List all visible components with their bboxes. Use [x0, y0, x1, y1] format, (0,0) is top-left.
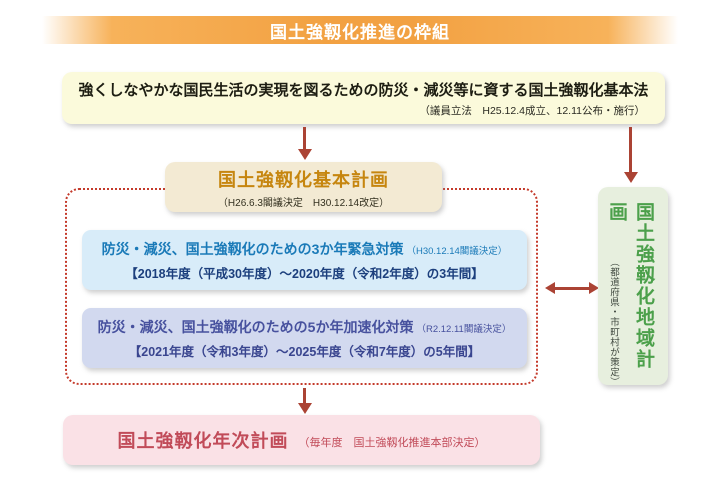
arrow-stem: [554, 287, 590, 290]
arrow-stem: [303, 388, 306, 404]
basic-plan-box: 国土強靱化基本計画 （H26.6.3閣議決定 H30.12.14改定）: [165, 162, 442, 212]
basic-plan-title: 国土強靱化基本計画: [218, 169, 389, 190]
arrow-head-down-icon: [624, 172, 638, 183]
emergency-measures-box: 防災・減災、国土強靱化のための3か年緊急対策 （H30.12.14閣議決定） 【…: [82, 230, 527, 290]
basic-act-note: （議員立法 H25.12.4成立、12.11公布・施行）: [419, 105, 645, 117]
annual-plan-box: 国土強靱化年次計画 （毎年度 国土強靱化推進本部決定）: [63, 415, 540, 465]
annual-plan-title: 国土強靱化年次計画: [117, 431, 289, 451]
arrow-head-right-icon: [589, 282, 599, 294]
page-title: 国土強靱化推進の枠組: [270, 22, 450, 42]
arrow-head-down-icon: [298, 403, 312, 414]
acceleration-measures-period: 【2021年度（令和3年度）～2025年度（令和7年度）の5年間】: [128, 344, 481, 359]
arrow-stem: [629, 127, 632, 173]
basic-act-title: 強くしなやかな国民生活の実現を図るための防災・減災等に資する国土強靱化基本法: [78, 82, 649, 99]
acceleration-measures-title: 防災・減災、国土強靱化のための5か年加速化対策: [97, 318, 414, 335]
acceleration-measures-note: （R2.12.11閣議決定）: [416, 323, 512, 335]
arrow-head-left-icon: [545, 282, 555, 294]
arrow-stem: [303, 127, 306, 150]
basic-plan-note: （H26.6.3閣議決定 H30.12.14改定）: [217, 197, 390, 209]
acceleration-measures-heading: 防災・減災、国土強靱化のための5か年加速化対策 （R2.12.11閣議決定）: [98, 317, 512, 337]
emergency-measures-heading: 防災・減災、国土強靱化のための3か年緊急対策 （H30.12.14閣議決定）: [102, 239, 508, 259]
header-banner: 国土強靱化推進の枠組: [42, 16, 678, 44]
basic-act-box: 強くしなやかな国民生活の実現を図るための防災・減災等に資する国土強靱化基本法 （…: [62, 72, 665, 124]
regional-plan-title: 国土強靱化地域計画: [606, 202, 654, 370]
regional-plan-note: （都道府県・市町村が策定）: [608, 257, 619, 387]
regional-plan-box: 国土強靱化地域計画 （都道府県・市町村が策定）: [598, 187, 668, 387]
emergency-measures-note: （H30.12.14閣議決定）: [406, 245, 508, 257]
annual-plan-note: （毎年度 国土強靱化推進本部決定）: [298, 437, 486, 449]
emergency-measures-period: 【2018年度（平成30年度）～2020年度（令和2年度）の3年間】: [125, 266, 484, 281]
arrow-head-down-icon: [298, 149, 312, 160]
emergency-measures-title: 防災・減災、国土強靱化のための3か年緊急対策: [101, 240, 404, 257]
acceleration-measures-box: 防災・減災、国土強靱化のための5か年加速化対策 （R2.12.11閣議決定） 【…: [82, 308, 527, 368]
